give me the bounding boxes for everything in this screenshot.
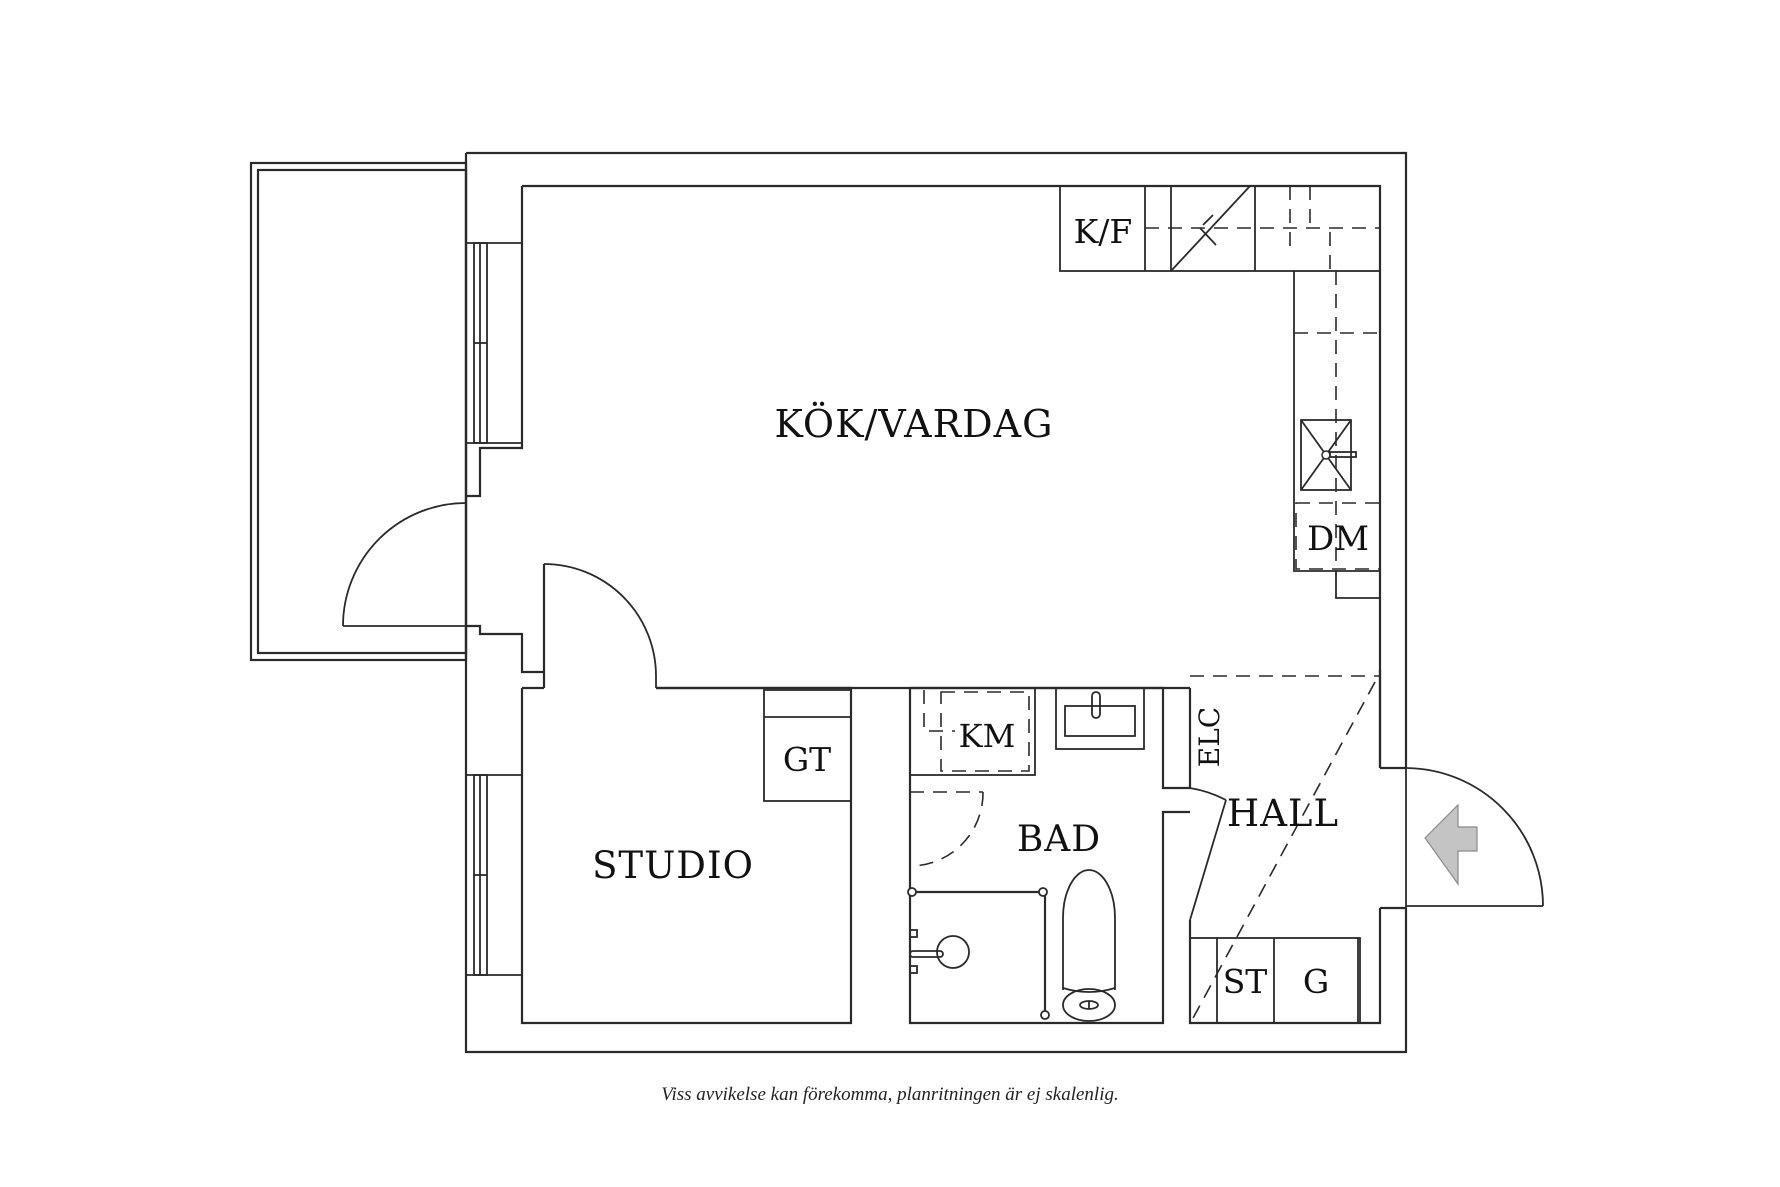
room-label-bad: BAD [1017,819,1101,860]
kitchen-counter-side [1293,271,1380,599]
balcony-door [342,502,467,627]
closets [1189,937,1361,1024]
fixture-label-elc: ELC [1193,707,1226,767]
fixture-label-dm: DM [1307,519,1369,559]
window-kitchen [466,242,522,444]
room-label-studio: STUDIO [592,844,754,887]
room-label-hall: HALL [1227,792,1339,835]
fixture-label-g: G [1303,962,1329,1001]
shower-icon [907,887,1050,1020]
entrance-arrow-icon [1424,803,1478,886]
bathroom-door [1189,787,1227,921]
disclaimer-caption: Viss avvikelse kan förekomma, planritnin… [661,1084,1119,1105]
stove-icon [1300,419,1357,491]
outer-wall [464,151,1408,1054]
window-studio [466,774,522,976]
fixture-label-st: ST [1223,962,1268,1001]
studio-door [543,563,657,688]
shower-swing [909,791,984,867]
room-label-kok-vardag: KÖK/VARDAG [775,402,1054,446]
washing-machine [909,687,1036,776]
fixture-label-kf: K/F [1074,212,1133,251]
fixture-label-gt: GT [783,740,831,779]
dishwasher-outline [1295,502,1381,570]
toilet-icon [1062,869,1116,1022]
fixture-label-km: KM [959,717,1016,755]
balcony [249,161,468,662]
sink-icon [1055,687,1145,750]
wardrobe-gt [763,689,852,802]
entrance-door [1405,767,1544,908]
kitchen-counter [1059,185,1381,272]
kitchen-living-walls [466,184,1382,1025]
